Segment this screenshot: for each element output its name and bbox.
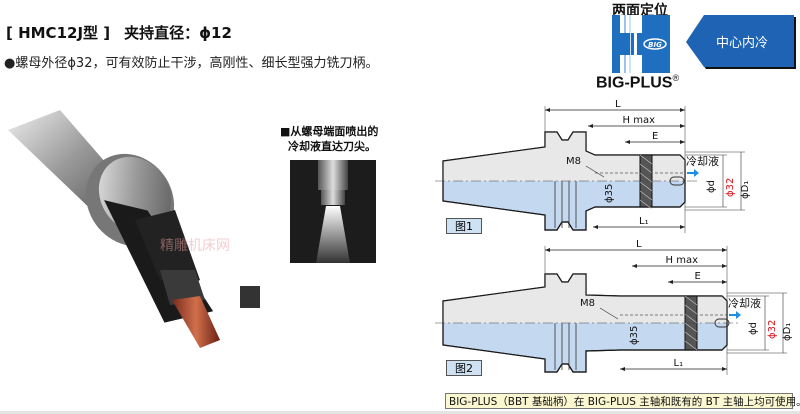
- feature-badge-shape: [686, 15, 796, 69]
- product-title: [ HMC12J型 ] 夹持直径：ϕ12: [6, 22, 232, 43]
- compatibility-notice: BIG-PLUS（BBT 基础柄）在 BIG-PLUS 主轴和既有的 BT 主轴…: [445, 393, 800, 409]
- big-plus-emblem-icon: BIG: [612, 15, 670, 73]
- dimension-L: [545, 248, 727, 252]
- label-phid: ϕd: [706, 180, 717, 193]
- watermark: 精雕机床网: [160, 238, 230, 254]
- dimension-L1: [593, 225, 685, 229]
- holder-drawing-2: [435, 246, 787, 375]
- label-coolant: 冷却液: [728, 296, 761, 310]
- tool-holder-image: 精雕机床网: [8, 110, 260, 348]
- label-phiD1: ϕD₁: [740, 181, 751, 199]
- product-description: ●螺母外径ϕ32，可有效防止干涉，高刚性、细长型强力铣刀柄。: [4, 56, 379, 71]
- label-phi35: ϕ35: [629, 326, 640, 345]
- big-plus-wordmark: BIG-PLUS®: [596, 73, 680, 92]
- dimension-E: [668, 280, 727, 284]
- model-name: [ HMC12J型 ]: [6, 24, 111, 42]
- label-L1: L₁: [674, 358, 684, 369]
- holder-drawing-1: [435, 106, 745, 233]
- label-L: L: [615, 99, 621, 110]
- label-L1: L₁: [639, 216, 649, 227]
- label-H-max: H max: [623, 115, 656, 126]
- feature-badge-label: 中心内冷: [715, 36, 768, 51]
- label-phi32: ϕ32: [725, 178, 736, 197]
- label-phi35: ϕ35: [604, 184, 615, 203]
- label-H-max: H max: [666, 255, 699, 266]
- label-M8: M8: [580, 298, 595, 309]
- figure-2-tag: 图2: [446, 360, 482, 376]
- label-phi32: ϕ32: [767, 320, 778, 339]
- coolant-arrow-icon: [729, 311, 741, 319]
- clamp-diameter: 夹持直径：ϕ12: [124, 24, 232, 42]
- big-plus-logo: BIG: [612, 15, 670, 73]
- svg-text:BIG: BIG: [648, 41, 662, 49]
- label-L: L: [636, 239, 642, 250]
- figure-1-tag: 图1: [446, 218, 482, 234]
- dimension-L1: [620, 367, 727, 371]
- coolant-arrow-icon: [687, 169, 699, 177]
- label-coolant: 冷却液: [686, 154, 719, 168]
- label-phid: ϕd: [748, 322, 759, 335]
- coolant-spray-photo: [290, 160, 376, 263]
- divider: [0, 411, 800, 414]
- label-M8: M8: [566, 156, 581, 167]
- label-phiD1: ϕD₁: [782, 323, 793, 341]
- coolant-photo-caption: ■从螺母端面喷出的冷却液直达刀尖。: [280, 125, 379, 153]
- label-E: E: [695, 271, 701, 282]
- dimension-H: [588, 124, 685, 128]
- dimension-E: [625, 140, 685, 144]
- dimension-H: [632, 264, 727, 268]
- dimension-L: [545, 108, 685, 112]
- label-E: E: [652, 131, 658, 142]
